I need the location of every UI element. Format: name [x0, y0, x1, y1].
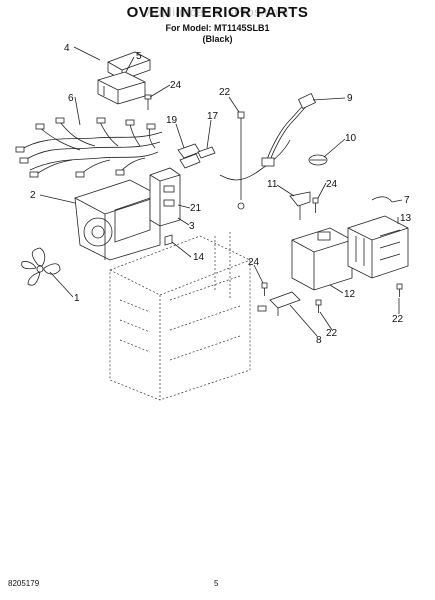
screw-part	[144, 94, 152, 110]
wire-harness-part	[15, 117, 163, 178]
screw-part	[312, 197, 319, 213]
thermal-cutout-part	[257, 291, 301, 316]
model-color: (Black)	[202, 34, 233, 44]
fan-blade-part	[21, 247, 61, 286]
capacitor-bracket-part	[97, 71, 146, 105]
callout-labels: 4 5 24 22 9 6 17 19 10 11 24 2 21 7 13 3…	[30, 43, 412, 346]
callout-21: 21	[190, 203, 202, 214]
fuse-part	[197, 146, 216, 159]
diagram-title: OVEN INTERIOR PARTS	[126, 4, 309, 21]
callout-17: 17	[207, 111, 219, 122]
transformer-wire-part	[371, 196, 393, 203]
callout-11: 11	[267, 179, 278, 190]
callout-5: 5	[136, 51, 142, 62]
callout-6: 6	[68, 93, 74, 104]
ground-wire-part	[219, 111, 291, 210]
high-voltage-cover-part	[291, 227, 353, 291]
callout-22: 22	[326, 328, 338, 339]
latch-clip-part	[164, 234, 173, 246]
diode-part	[289, 191, 311, 220]
callout-3: 3	[189, 221, 195, 232]
watermark: AppliancePartsPros.com	[146, 5, 289, 19]
oven-cavity-outline	[109, 232, 251, 401]
page-number: 5	[214, 579, 219, 588]
callout-2: 2	[30, 190, 36, 201]
callout-12: 12	[344, 289, 356, 300]
leader-lines	[39, 46, 403, 337]
transformer-part	[347, 215, 409, 279]
callout-1: 1	[74, 293, 80, 304]
callout-7: 7	[404, 195, 410, 206]
callout-24: 24	[170, 80, 182, 91]
fan-motor-housing-part	[74, 179, 161, 261]
screw-part	[261, 282, 268, 296]
screw-part	[396, 283, 403, 297]
callout-4: 4	[64, 43, 70, 54]
document-number: 8205179	[8, 579, 40, 588]
interlock-bracket-part	[149, 167, 181, 227]
callout-19: 19	[166, 115, 178, 126]
callout-9: 9	[347, 93, 353, 104]
callout-14: 14	[193, 252, 205, 263]
callout-24: 24	[326, 179, 338, 190]
callout-22: 22	[219, 87, 231, 98]
callout-22: 22	[392, 314, 404, 325]
screw-part	[315, 299, 322, 313]
power-cord-part	[261, 92, 316, 167]
thermostat-part	[308, 154, 328, 166]
model-number: For Model: MT1145SLB1	[165, 23, 270, 33]
fuse-holder-part	[177, 143, 201, 169]
callout-8: 8	[316, 335, 322, 346]
callout-24: 24	[248, 257, 260, 268]
callout-13: 13	[400, 213, 412, 224]
callout-10: 10	[345, 133, 357, 144]
